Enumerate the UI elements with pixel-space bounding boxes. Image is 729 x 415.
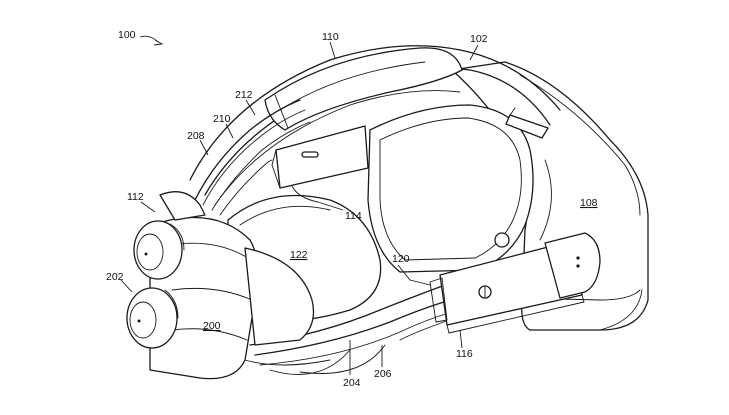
ref-108: 108 — [580, 197, 598, 209]
ref-116: 116 — [456, 348, 473, 360]
ref-100: 100 — [118, 29, 136, 41]
ref-112: 112 — [127, 191, 144, 203]
ref-204: 204 — [343, 377, 361, 389]
ref-200: 200 — [203, 320, 221, 332]
ref-202: 202 — [106, 271, 124, 283]
ref-122: 122 — [290, 249, 308, 261]
ref-120: 120 — [392, 253, 410, 265]
leader-lines — [120, 35, 479, 375]
reference-numerals: 100 110 102 212 210 208 112 108 114 122 … — [106, 29, 598, 389]
headband-frame — [189, 45, 561, 206]
ref-212: 212 — [235, 89, 253, 101]
cable-bundle — [194, 99, 311, 216]
ref-110: 110 — [322, 31, 339, 43]
ref-102: 102 — [470, 33, 488, 45]
ref-208: 208 — [187, 130, 205, 142]
ref-206: 206 — [374, 368, 392, 380]
ref-114: 114 — [345, 210, 362, 222]
eyepiece-upper — [133, 191, 206, 280]
ref-210: 210 — [213, 113, 231, 125]
side-module — [429, 232, 601, 334]
lower-cables — [269, 344, 386, 375]
eyepiece-lower — [126, 287, 179, 349]
top-strap — [264, 47, 463, 131]
inner-cushion — [367, 104, 534, 273]
slot-bracket — [271, 125, 369, 189]
